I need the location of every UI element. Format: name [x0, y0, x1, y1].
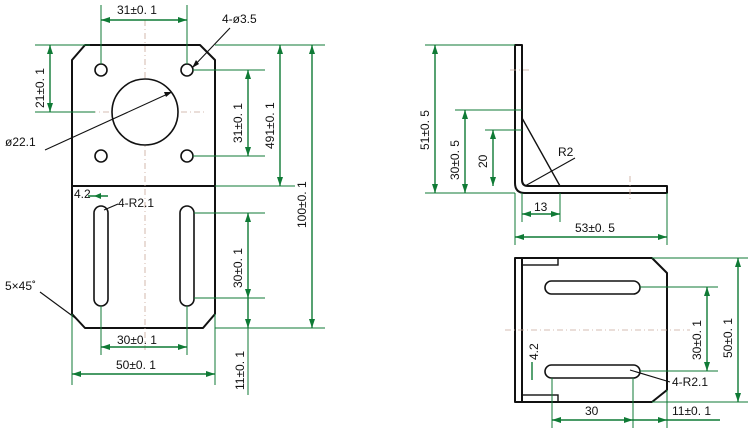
- arrowhead: [704, 362, 710, 371]
- dim-bottom-slot-radius-label: 4-R2.1: [672, 375, 708, 389]
- arrowhead: [735, 258, 741, 267]
- arrowhead: [309, 319, 315, 328]
- dim-top-width-label: 31±0. 1: [117, 3, 157, 17]
- hole-callout-leader: [191, 27, 231, 69]
- arrowhead: [101, 344, 110, 350]
- mount-hole-bottom-left: [94, 149, 108, 163]
- dim-slot-radius-label: 4-R2.1: [118, 196, 154, 210]
- dim-side-length-label: 53±0. 5: [575, 221, 615, 235]
- dim-upper-hole-spacing-label: 31±0. 1: [231, 103, 245, 143]
- arrowhead: [245, 70, 251, 79]
- arrowhead: [515, 234, 524, 240]
- arrowhead: [178, 344, 187, 350]
- side-view: 51±0. 5 30±0. 5 20 R2 13 53±0. 5: [418, 44, 668, 245]
- slot-right: [179, 205, 195, 307]
- dim-bottom-slot-offset-label: 4.2: [527, 343, 541, 360]
- slot-radius-leader: [103, 203, 119, 211]
- arrowhead: [462, 184, 468, 193]
- bottom-slot-top: [544, 280, 641, 295]
- dim-gusset-height-label: 30±0. 5: [448, 140, 462, 180]
- arrowhead: [432, 184, 438, 193]
- dim-slot-offset-label: 4.2: [74, 187, 91, 201]
- side-profile: [514, 44, 668, 194]
- arrowhead: [551, 211, 560, 217]
- dim-bottom-width-label: 50±0. 1: [116, 358, 156, 372]
- arrowhead: [47, 103, 53, 112]
- front-plate-outline: [71, 44, 216, 329]
- bottom-slot-bottom: [544, 364, 641, 379]
- arrowhead: [704, 287, 710, 296]
- dim-gusset-inner-label: 20: [476, 154, 490, 168]
- front-view: 31±0. 1 4-ø3.5 21±0. 1 31±0. 1 491±0. 1: [5, 3, 325, 395]
- arrowhead: [206, 371, 215, 377]
- dim-bottom-offset-label: 11±0. 1: [233, 351, 247, 390]
- dim-bottom-end-offset-label: 11±0. 1: [672, 404, 711, 418]
- bend-radius-leader: [524, 157, 576, 187]
- arrowhead: [432, 45, 438, 54]
- gusset-edge: [521, 117, 561, 187]
- dim-bottom-width-label: 50±0. 1: [721, 318, 735, 358]
- dim-slot-spacing-label: 30±0. 1: [117, 333, 157, 347]
- dim-bend-radius-label: R2: [558, 145, 574, 159]
- arrowhead: [245, 147, 251, 156]
- arrowhead: [522, 211, 531, 217]
- mount-hole-bottom-right: [180, 149, 194, 163]
- arrowhead: [552, 417, 561, 423]
- arrowhead: [245, 289, 251, 298]
- dim-total-height-label: 100±0. 1: [295, 181, 309, 228]
- dim-side-height-label: 51±0. 5: [418, 110, 432, 150]
- arrowhead: [624, 417, 633, 423]
- bottom-flange-bottom-tab: [521, 394, 559, 403]
- arrowhead: [658, 234, 667, 240]
- bottom-view: 30±0. 1 50±0. 1 4.2 4-R2.1 30 11±0. 1: [505, 257, 748, 428]
- dim-hole-callout-label: 4-ø3.5: [222, 12, 257, 26]
- center-bore: [111, 78, 179, 146]
- arrowhead: [490, 130, 496, 139]
- mount-hole-top-left: [94, 63, 108, 77]
- arrowhead: [658, 417, 667, 423]
- arrowhead: [101, 17, 110, 23]
- arrowhead: [277, 45, 283, 54]
- arrowhead: [94, 193, 101, 199]
- bottom-slot-radius-leader: [629, 369, 671, 383]
- arrowhead: [309, 45, 315, 54]
- mount-hole-top-right: [180, 63, 194, 77]
- arrowhead: [72, 371, 81, 377]
- dim-bottom-slot-length-label: 30: [585, 404, 599, 418]
- dim-center-bore-label: ø22.1: [5, 135, 36, 149]
- dim-bottom-slot-spacing-label: 30±0. 1: [690, 320, 704, 360]
- dim-upper-height-label: 491±0. 1: [263, 102, 277, 149]
- arrowhead: [735, 393, 741, 402]
- dim-slot-length-label: 30±0. 1: [231, 248, 245, 288]
- arrowhead: [47, 45, 53, 54]
- dim-gusset-base-label: 13: [534, 200, 548, 214]
- arrowhead: [462, 110, 468, 119]
- dim-upper-hole-offset-label: 21±0. 1: [33, 68, 47, 108]
- slot-left: [93, 205, 109, 307]
- bore-leader: [44, 91, 173, 151]
- dim-chamfer-label: 5×45˚: [5, 279, 36, 293]
- arrowhead: [245, 213, 251, 222]
- arrowhead: [178, 17, 187, 23]
- bottom-flange-top-tab: [521, 257, 559, 266]
- arrowhead: [245, 319, 251, 328]
- arrowhead: [277, 177, 283, 186]
- arrowhead: [490, 177, 496, 186]
